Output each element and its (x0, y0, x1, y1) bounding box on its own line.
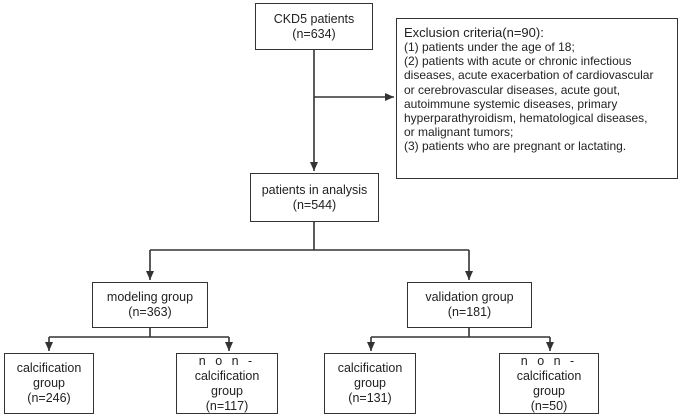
box-validation-non-calcification: n o n - calcification group (n=50) (499, 353, 599, 414)
valid-noncalc-line3: group (533, 383, 565, 398)
exclusion-line-1: (1) patients under the age of 18; (404, 40, 575, 54)
exclusion-line-5: autoimmune systemic diseases, primary (404, 96, 618, 111)
model-noncalc-count: (n=117) (205, 398, 249, 413)
modeling-label: modeling group (106, 290, 194, 304)
box-modeling-group: modeling group (n=363) (92, 282, 208, 328)
exclusion-line-3: diseases, acute exacerbation of cardiova… (404, 68, 654, 83)
model-calc-line1: calcification (16, 361, 82, 375)
model-noncalc-line3: group (211, 383, 243, 398)
valid-calc-line2: group (354, 376, 386, 390)
ckd5-label: CKD5 patients (273, 11, 355, 26)
exclusion-line-7: or malignant tumors; (404, 125, 514, 140)
box-modeling-non-calcification: n o n - calcification group (n=117) (176, 353, 278, 414)
box-validation-group: validation group (n=181) (407, 282, 532, 328)
exclusion-line-4: or cerebrovascular diseases, acute gout, (404, 82, 621, 97)
valid-calc-count: (n=131) (348, 391, 392, 405)
exclusion-line-2: (2) patients with acute or chronic infec… (404, 54, 632, 69)
box-exclusion-criteria: Exclusion criteria(n=90): (1) patients u… (396, 18, 678, 179)
exclusion-line-6: hyperparathyroidism, hematological disea… (404, 111, 648, 126)
exclusion-title: Exclusion criteria(n=90): (404, 25, 544, 40)
analysis-label: patients in analysis (261, 182, 368, 197)
model-noncalc-line2: calcification (194, 368, 260, 383)
exclusion-line-8: (3) patients who are pregnant or lactati… (404, 139, 627, 154)
analysis-count: (n=544) (292, 197, 337, 212)
validation-count: (n=181) (447, 305, 492, 319)
box-patients-in-analysis: patients in analysis (n=544) (250, 173, 379, 222)
valid-noncalc-count: (n=50) (530, 398, 568, 413)
box-modeling-calcification: calcification group (n=246) (4, 353, 94, 414)
box-validation-calcification: calcification group (n=131) (324, 353, 416, 414)
model-calc-line2: group (33, 376, 65, 390)
model-noncalc-line1: n o n - (198, 353, 256, 368)
validation-label: validation group (425, 290, 514, 304)
ckd5-count: (n=634) (292, 26, 336, 41)
valid-calc-line1: calcification (337, 361, 403, 375)
box-ckd5-patients: CKD5 patients (n=634) (255, 3, 373, 50)
valid-noncalc-line2: calcification (516, 368, 582, 383)
model-calc-count: (n=246) (27, 391, 71, 405)
valid-noncalc-line1: n o n - (520, 353, 578, 368)
modeling-count: (n=363) (128, 305, 172, 319)
